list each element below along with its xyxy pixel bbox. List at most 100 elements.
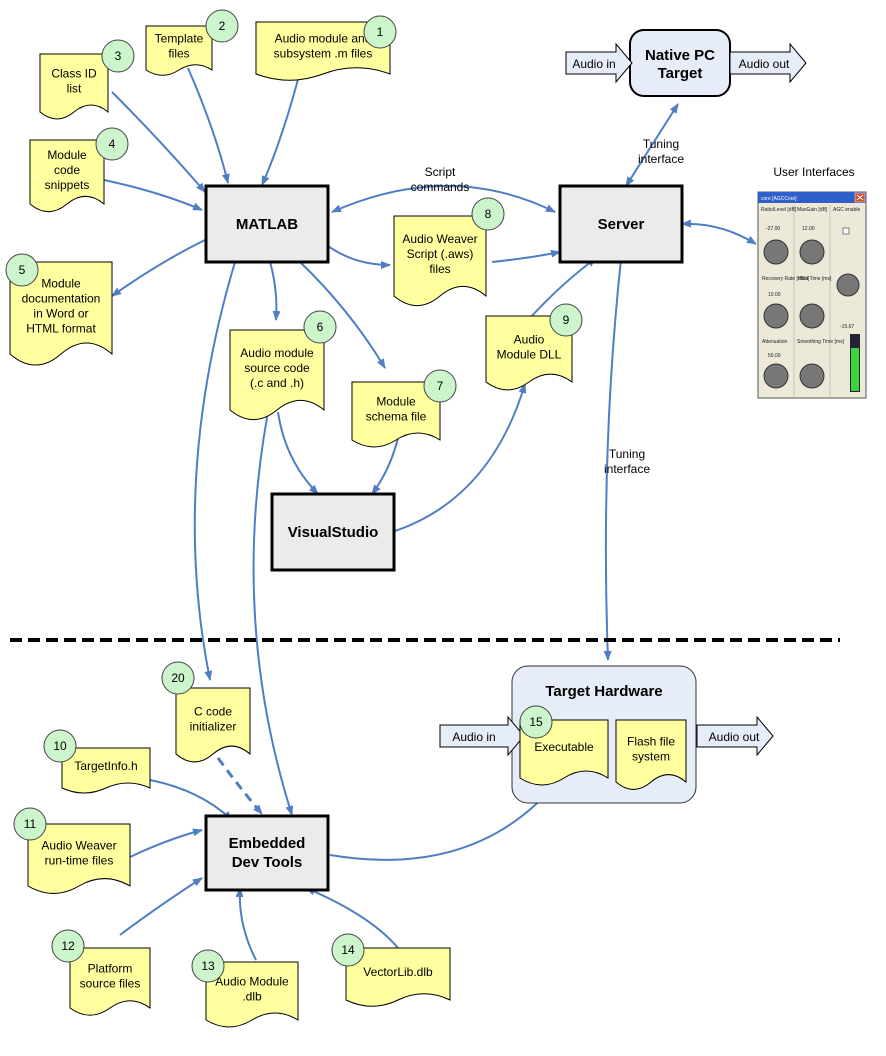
document-text: Executable [534,740,594,754]
arrow-11-to-embedded [127,828,203,859]
svg-text:Script: Script [425,165,456,179]
arrow-12-to-embedded [119,877,203,936]
arrow-3-to-matlab [111,91,206,193]
ui-knob[interactable] [763,303,789,329]
number-badge [95,127,129,161]
document-text: Audio module and [275,32,372,46]
document-text: Audio Module [215,975,289,989]
document-text: source files [80,977,141,991]
svg-text:Recovery Rate [dB/s]: Recovery Rate [dB/s] [762,276,810,282]
number-badge-text: 9 [563,313,570,327]
matlab-box[interactable]: MATLAB [204,184,330,264]
number-badge-text: 12 [61,939,75,953]
native-pc-target-box[interactable]: Native PC Target [629,29,731,97]
number-badge [303,310,337,344]
tuning-interface-top-label: Tuning interface [638,137,684,166]
tuning-interface-mid-label: Tuning interface [604,447,650,476]
svg-text:Audio out: Audio out [739,57,790,71]
svg-text:VisualStudio: VisualStudio [288,524,379,541]
document-text: run-time files [45,854,114,868]
visualstudio-box[interactable]: VisualStudio [270,492,396,572]
number-badge-text: 3 [115,49,122,63]
svg-text:Dev Tools: Dev Tools [232,854,303,871]
document-text: source code [244,361,310,375]
arrow-7-to-vs [371,437,399,495]
ui-knob[interactable] [763,239,789,265]
document-text: Audio Weaver [402,232,477,246]
number-badge-text: 5 [19,263,26,277]
svg-text:50.00: 50.00 [768,353,781,359]
document-text: in Word or [33,307,88,321]
svg-text:-27.00: -27.00 [766,226,780,232]
number-badge-text: 13 [201,959,215,973]
arrow-10-to-embedded [149,779,233,821]
document-10: TargetInfo.h10 [43,729,151,794]
svg-text:Audio in: Audio in [452,730,495,744]
arrow-2-to-matlab [187,67,230,184]
server-box[interactable]: Server [558,184,684,264]
arrow-server-ui [681,219,757,245]
number-badge-text: 15 [529,715,543,729]
embedded-dev-tools-box[interactable]: Embedded Dev Tools [204,814,330,892]
ui-knob[interactable] [799,239,825,265]
document-text: Template [155,32,204,46]
ui-knob[interactable] [799,363,825,389]
document-text: Audio module [240,346,314,360]
ui-knob[interactable] [836,273,860,297]
ui-checkbox[interactable] [842,227,850,235]
svg-text:Target: Target [658,65,703,82]
user-interface-window[interactable]: core [AGCCore] Ratio/Level [dB] MaxGain … [757,191,867,399]
svg-text:interface: interface [604,462,650,476]
ui-title: core [AGCCore] [761,196,797,202]
number-badge-text: 7 [437,379,444,393]
arrow-8-to-server [491,249,561,263]
number-badge [331,933,365,967]
number-badge [161,661,195,695]
number-badge [5,253,39,287]
arrow-tuning-native [625,103,679,187]
arrow-6-to-embedded [252,411,294,816]
document-text: snippets [45,178,90,192]
number-badge-text: 1 [377,25,384,39]
svg-text:Tuning: Tuning [609,447,645,461]
document-text: (.c and .h) [250,376,304,390]
svg-text:Audio out: Audio out [709,730,760,744]
document-text: Audio [514,333,545,347]
document-text: Module [376,395,416,409]
document-text: files [168,47,189,61]
number-badge [519,705,553,739]
number-badge [549,303,583,337]
document-text: C code [194,705,232,719]
number-badge [13,807,47,841]
script-commands-label: Script commands [411,165,470,194]
number-badge [51,929,85,963]
document-text: initializer [190,720,237,734]
document-text: system [632,750,670,764]
svg-text:commands: commands [411,180,470,194]
document-text: list [67,82,82,96]
svg-text:-15.67: -15.67 [840,324,854,330]
document-text: Class ID [51,67,97,81]
svg-text:Server: Server [598,216,645,233]
arrow-14-to-embedded [305,887,399,949]
document-text: Module [41,277,81,291]
number-badge [423,369,457,403]
number-badge [363,15,397,49]
svg-text:interface: interface [638,152,684,166]
number-badge [471,197,505,231]
arrow-matlab-to-20 [193,261,236,681]
document-15: Executable 15 [519,705,609,786]
arrow-matlab-to-6 [269,261,281,321]
ui-knob[interactable] [763,363,789,389]
document-text: Audio Weaver [41,839,116,853]
ui-knob[interactable] [799,303,825,329]
